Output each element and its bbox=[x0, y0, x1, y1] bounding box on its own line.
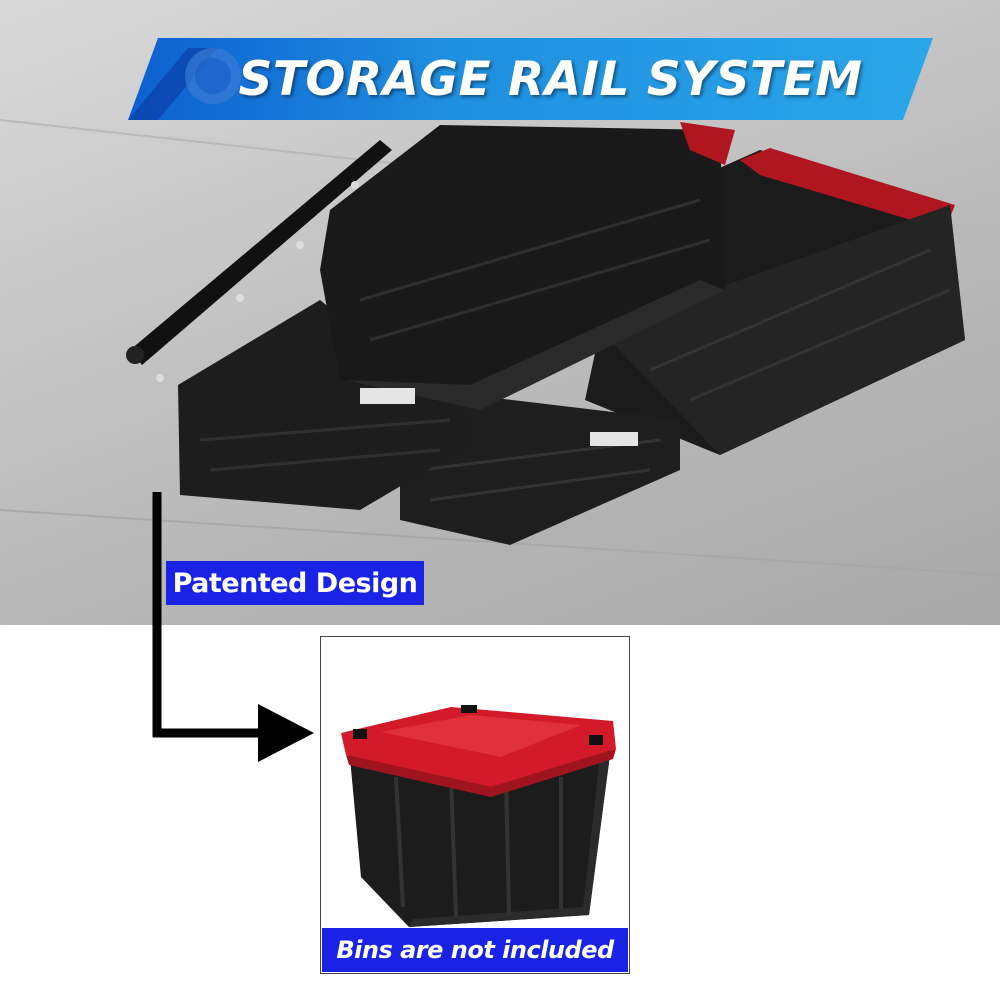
page-title: STORAGE RAIL SYSTEM bbox=[238, 51, 863, 107]
banner-background bbox=[128, 38, 933, 120]
patented-design-label: Patented Design bbox=[166, 561, 424, 605]
bins-not-included-label: Bins are not included bbox=[322, 928, 628, 972]
bin-illustration bbox=[341, 705, 616, 927]
arrow-right-icon bbox=[258, 704, 314, 762]
title-banner: STORAGE RAIL SYSTEM bbox=[128, 38, 933, 120]
product-inset bbox=[320, 636, 630, 974]
storage-rail-illustration bbox=[0, 119, 1000, 576]
